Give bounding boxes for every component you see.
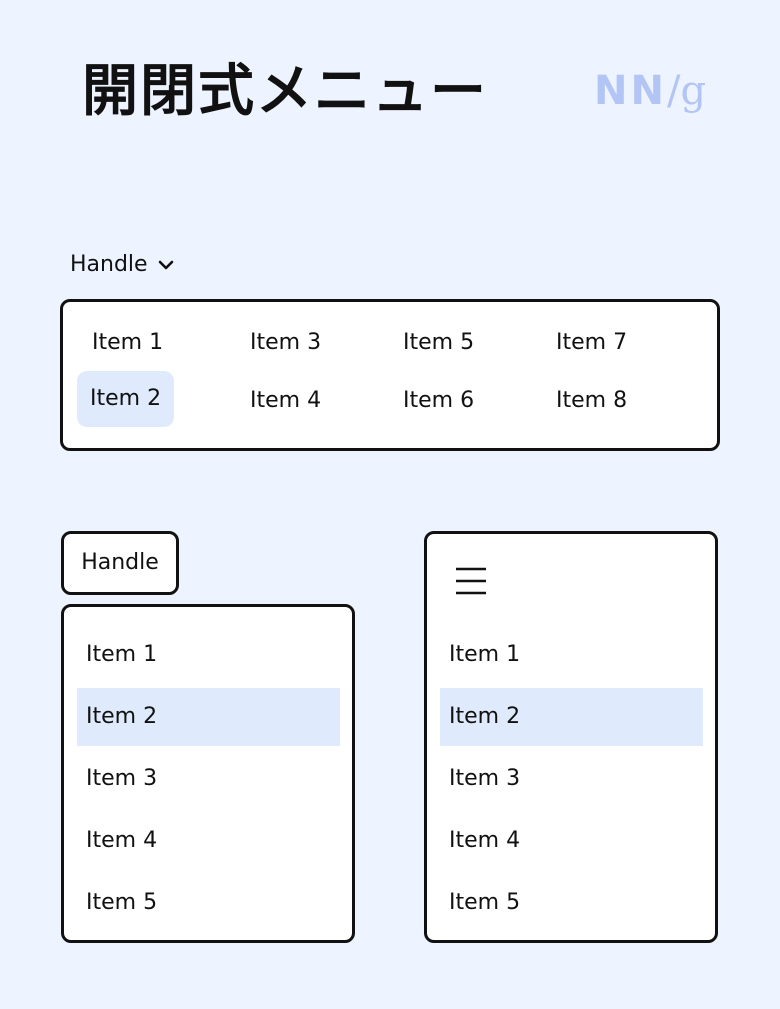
dropdown-panel: Item 1 Item 2 Item 3 Item 4 Item 5 (61, 604, 355, 943)
handle-label: Handle (70, 252, 148, 277)
hamburger-menu-panel: Item 1 Item 2 Item 3 Item 4 Item 5 (424, 531, 718, 943)
hamburger-icon[interactable] (455, 566, 487, 596)
menu-item-2-selected[interactable]: Item 2 (77, 371, 175, 427)
menu-item-3[interactable]: Item 3 (250, 330, 322, 355)
menu-item-5[interactable]: Item 5 (403, 330, 475, 355)
nng-logo: NN/g (594, 68, 707, 114)
list-item-selected[interactable]: Item 2 (77, 688, 340, 746)
list-item[interactable]: Item 4 (449, 828, 521, 853)
menu-item-7[interactable]: Item 7 (556, 330, 628, 355)
page-title: 開閉式メニュー (82, 59, 488, 124)
horizontal-menu-handle[interactable]: Handle (70, 252, 174, 277)
horizontal-menu-panel: Item 1 Item 2 Item 3 Item 4 Item 5 Item … (60, 299, 720, 451)
menu-item-4[interactable]: Item 4 (250, 388, 322, 413)
list-item[interactable]: Item 4 (86, 828, 158, 853)
list-item[interactable]: Item 5 (449, 890, 521, 915)
dropdown-handle-button[interactable]: Handle (61, 531, 179, 595)
list-item[interactable]: Item 3 (449, 766, 521, 791)
menu-item-1[interactable]: Item 1 (92, 330, 164, 355)
list-item-selected[interactable]: Item 2 (440, 688, 703, 746)
list-item[interactable]: Item 5 (86, 890, 158, 915)
chevron-down-icon (158, 260, 173, 269)
menu-item-6[interactable]: Item 6 (403, 388, 475, 413)
menu-item-8[interactable]: Item 8 (556, 388, 628, 413)
list-item[interactable]: Item 1 (86, 642, 158, 667)
list-item[interactable]: Item 3 (86, 766, 158, 791)
list-item[interactable]: Item 1 (449, 642, 521, 667)
hamburger-list: Item 1 Item 2 Item 3 Item 4 Item 5 (440, 626, 703, 936)
dropdown-list: Item 1 Item 2 Item 3 Item 4 Item 5 (77, 626, 340, 936)
